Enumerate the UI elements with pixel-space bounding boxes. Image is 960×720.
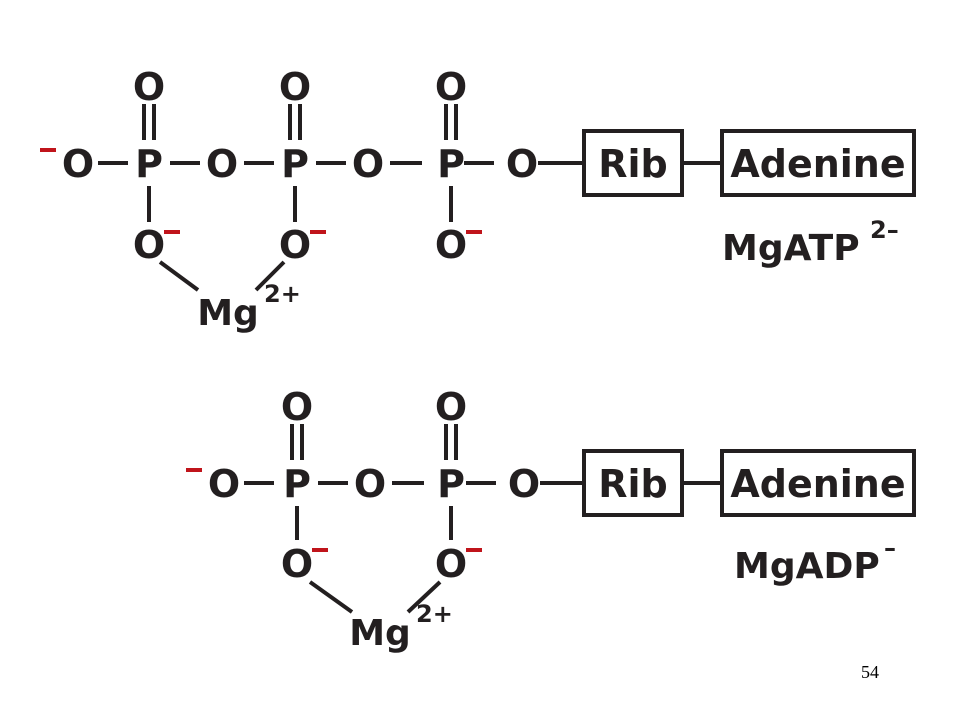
oxygen-atom: O: [133, 65, 165, 109]
oxygen-atom: O: [435, 65, 467, 109]
mgatp-charge: 2–: [870, 216, 899, 244]
magnesium-charge: 2+: [264, 280, 301, 308]
mgadp-label: MgADP: [734, 546, 880, 587]
magnesium-ion: Mg: [197, 293, 259, 334]
phosphorus-atom: P: [135, 142, 163, 186]
oxygen-atom: O: [208, 462, 240, 506]
oxygen-atom: O: [281, 542, 313, 586]
oxygen-atom: O: [62, 142, 94, 186]
mgatp-label: MgATP: [722, 228, 860, 269]
oxygen-atom: O: [506, 142, 538, 186]
adenine-box: [720, 449, 916, 517]
oxygen-atom: O: [281, 385, 313, 429]
phosphorus-atom: P: [437, 462, 465, 506]
oxygen-atom: O: [508, 462, 540, 506]
ribose-label: Rib: [598, 142, 668, 186]
oxygen-atom: O: [279, 223, 311, 267]
oxygen-atom: O: [279, 65, 311, 109]
adenine-box: [720, 129, 916, 197]
oxygen-atom: O: [354, 462, 386, 506]
mgatp-structure: O P O P O P O O O O O O O Mg 2+ Rib Aden…: [40, 65, 916, 334]
phosphorus-atom: P: [437, 142, 465, 186]
phosphorus-atom: P: [283, 462, 311, 506]
oxygen-atom: O: [435, 223, 467, 267]
adenine-label: Adenine: [730, 462, 905, 506]
phosphorus-atom: P: [281, 142, 309, 186]
oxygen-atom: O: [435, 542, 467, 586]
mgadp-structure: O P O P O O O O O Mg 2+ Rib Adenine MgAD…: [186, 385, 916, 654]
oxygen-atom: O: [206, 142, 238, 186]
page-number: 54: [861, 662, 879, 682]
ribose-label: Rib: [598, 462, 668, 506]
oxygen-atom: O: [352, 142, 384, 186]
oxygen-atom: O: [435, 385, 467, 429]
ribose-box: [582, 449, 684, 517]
ribose-box: [582, 129, 684, 197]
adenine-label: Adenine: [730, 142, 905, 186]
magnesium-ion: Mg: [349, 613, 411, 654]
magnesium-charge: 2+: [416, 600, 453, 628]
oxygen-atom: O: [133, 223, 165, 267]
mgadp-charge: –: [884, 534, 896, 562]
